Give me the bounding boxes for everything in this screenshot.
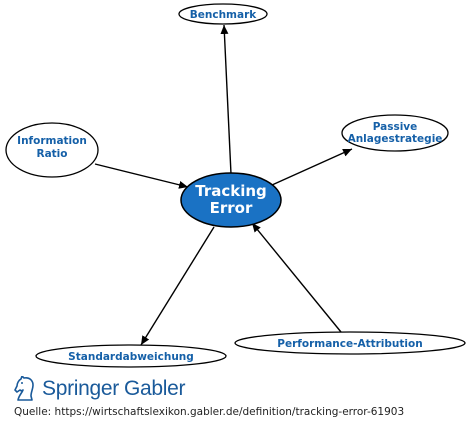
node-passive-label-line2: Anlagestrategie xyxy=(348,133,443,145)
logo-springer: Springer xyxy=(42,377,119,400)
node-standardabweichung: Standardabweichung xyxy=(35,344,227,368)
edge-center-to-standardabweichung xyxy=(140,226,215,346)
node-performance-attribution-label: Performance-Attribution xyxy=(277,338,422,350)
node-tracking-error-label-line2: Error xyxy=(210,199,253,217)
node-standardabweichung-label: Standardabweichung xyxy=(68,351,194,363)
edge-information-ratio-to-center xyxy=(94,163,189,189)
edge-performance-to-center xyxy=(251,222,342,333)
node-tracking-error-label-line1: Tracking xyxy=(195,182,267,200)
source-citation: Quelle: https://wirtschaftslexikon.gable… xyxy=(14,406,405,418)
node-passive-label-line1: Passive xyxy=(373,121,418,133)
node-benchmark-label: Benchmark xyxy=(190,9,258,21)
node-information-ratio-label-line1: Information xyxy=(17,135,87,147)
node-information-ratio-label-line2: Ratio xyxy=(36,148,67,160)
node-benchmark: Benchmark xyxy=(178,3,268,25)
node-passive-anlagestrategie: Passive Anlagestrategie xyxy=(341,114,449,152)
edge-center-to-benchmark xyxy=(220,24,232,175)
edge-center-to-passive xyxy=(271,148,353,186)
logo-gabler: Gabler xyxy=(123,377,186,400)
concept-diagram: Benchmark Information Ratio Passive Anla… xyxy=(5,3,466,368)
chess-knight-icon xyxy=(14,376,34,401)
node-information-ratio: Information Ratio xyxy=(5,122,99,178)
node-tracking-error: Tracking Error xyxy=(180,172,282,228)
node-performance-attribution: Performance-Attribution xyxy=(234,331,466,355)
